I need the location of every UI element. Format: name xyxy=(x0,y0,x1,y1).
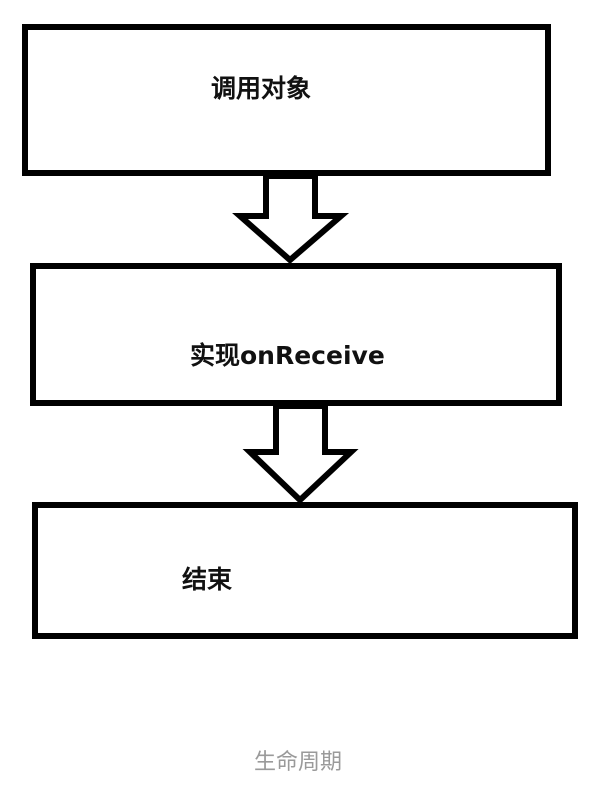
step-label: 实现onReceive xyxy=(190,341,385,370)
down-arrow-icon xyxy=(232,173,350,264)
step-box-implement-onreceive: 实现onReceive xyxy=(30,263,562,406)
step-box-invoke-object: 调用对象 xyxy=(22,24,551,176)
step-label: 调用对象 xyxy=(211,74,312,103)
figure-caption: 生命周期 xyxy=(253,750,342,775)
step-label: 结束 xyxy=(182,565,233,594)
step-box-end: 结束 xyxy=(32,502,578,639)
down-arrow-icon xyxy=(242,403,359,505)
